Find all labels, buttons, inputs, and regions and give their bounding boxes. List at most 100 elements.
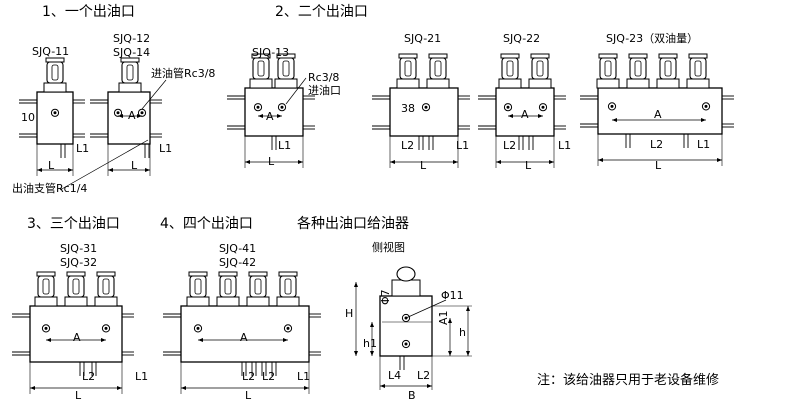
sjq22-glass-0-nut [498, 78, 522, 89]
sjq23-dim-a-a1 [612, 118, 617, 122]
sjq31-glass-1-window [72, 278, 80, 295]
dim-a-sjq31: A [73, 331, 81, 344]
dim-l1-sjq31: L1 [135, 370, 149, 383]
sjq22-dim-a-a1 [508, 114, 513, 118]
sjq21-dim-l-a1 [390, 160, 395, 164]
side-dim-B-a1 [380, 384, 385, 388]
model-sjq31: SJQ-31 [60, 242, 98, 255]
section-two-outlet: 2、二个出油口 [275, 4, 368, 20]
sjq31-glass-2-cap [96, 271, 116, 277]
callout-rc38: Rc3/8 [308, 71, 340, 84]
side-dim-h-a2 [466, 351, 470, 356]
model-sjq13: SJQ-13 [252, 46, 290, 59]
sjq23-glass-2-cap [658, 53, 678, 59]
sjq23-dim-l-a2 [717, 158, 722, 162]
dim-l4: L4 [388, 369, 402, 382]
sjq21-glass-0-cap [398, 53, 418, 59]
sjq41-dim-a-a2 [283, 338, 288, 342]
leader-inlet-pipe [141, 79, 167, 110]
sjq23-glass-3-window [694, 60, 702, 77]
model-sjq22: SJQ-22 [503, 32, 541, 45]
model-sjq41: SJQ-41 [219, 242, 257, 255]
sjq31-glass-1-nut [64, 296, 88, 307]
sjq22-glass-1-nut [528, 78, 552, 89]
side-dim-A1-a2 [448, 351, 452, 356]
dim-l-sjq11: L [48, 159, 55, 172]
sjq21-glass-0-window [404, 60, 412, 77]
sjq22-body [495, 87, 555, 137]
sjq41-glass-3-window [284, 278, 292, 295]
sjq41-glass-3-nut [276, 296, 300, 307]
sjq23-glass-0-nut [596, 78, 620, 89]
side-dim-H-a2 [354, 351, 358, 356]
sjq22-hole-1-center [541, 105, 545, 109]
sjq22-glass-1-window [536, 60, 544, 77]
section-one-outlet: 1、一个出油口 [42, 4, 135, 20]
sjq41-dim-a-a1 [198, 338, 203, 342]
sjq11-body [36, 91, 74, 145]
sjq12-glass-0-window [126, 64, 134, 81]
sjq12-glass-0-nut [118, 82, 142, 93]
sjq22-glass-1-cap [530, 53, 550, 59]
sjq13-hole-1-center [280, 105, 284, 109]
sjq13-glass-1-cap [276, 53, 296, 59]
sjq12-body [107, 91, 151, 145]
sjq23-glass-0-cap [598, 53, 618, 59]
sjq31-glass-0-window [42, 278, 50, 295]
dim-a-sjq13: A [266, 110, 274, 123]
dim-l-sjq31: L [75, 389, 82, 402]
dim-a-sjq41: A [240, 331, 248, 344]
sjq41-hole-0-center [196, 326, 200, 330]
sjq41-glass-2-nut [246, 296, 270, 307]
dim-a-sjq12: A [128, 109, 136, 122]
sjq23-hole-1-center [704, 104, 708, 108]
sjq41-glass-2-window [254, 278, 262, 295]
model-sjq23: SJQ-23（双油量） [606, 32, 699, 45]
sjq21-body [389, 87, 459, 137]
sjq13-glass-0-cap [251, 53, 271, 59]
sjq11-glass-0-nut [43, 82, 67, 93]
side-dim-h-a1 [466, 306, 470, 311]
sjq12-dim-l-a2 [145, 168, 150, 172]
sjq41-dim-l-a2 [304, 386, 309, 390]
sjq31-glass-1-cap [66, 271, 86, 277]
sjq22-glass-0-window [506, 60, 514, 77]
sjq21-glass-1-cap [428, 53, 448, 59]
side-leader-phi11 [405, 299, 447, 319]
sjq31-body [29, 305, 123, 363]
dim-l1-sjq22: L1 [558, 139, 572, 152]
sjq41-glass-1-cap [218, 271, 238, 277]
sjq13-glass-1-window [282, 60, 290, 77]
dim-l1-sjq11: L1 [76, 142, 90, 155]
sjq23-dim-l-a1 [598, 158, 603, 162]
sjq23-dim-a-a2 [701, 118, 706, 122]
dim-l-sjq21: L [420, 159, 427, 172]
dim-l2-sjq31: L2 [82, 370, 96, 383]
sjq21-glass-0-nut [396, 78, 420, 89]
sjq41-dim-l-a1 [181, 386, 186, 390]
dim-l2-sjq22: L2 [503, 139, 517, 152]
model-sjq12: SJQ-12 [113, 32, 151, 45]
sjq12-glass-0-cap [120, 57, 140, 63]
sjq23-glass-1-nut [626, 78, 650, 89]
dim-a-sjq22: A [521, 108, 529, 121]
section-three-outlet: 3、三个出油口 [27, 216, 120, 232]
dim-l2-side: L2 [417, 369, 431, 382]
sjq13-dim-l-a2 [298, 160, 303, 164]
callout-inlet: 进油口 [308, 84, 341, 97]
sjq22-dim-l-a1 [496, 160, 501, 164]
sjq21-hole-0-center [424, 105, 428, 109]
dim-l1-sjq21: L1 [456, 139, 470, 152]
sjq13-body [244, 87, 304, 137]
side-dim-h1-a1 [370, 322, 374, 327]
dim-l1-sjq13: L1 [278, 139, 292, 152]
dim-l-sjq12: L [131, 159, 138, 172]
sjq13-glass-1-nut [274, 78, 298, 89]
leader-outlet-branch [59, 139, 149, 191]
sjq13-glass-0-window [257, 60, 265, 77]
dim-a-sjq23: A [654, 108, 662, 121]
side-hole-bottom-center [404, 342, 408, 346]
model-sjq11: SJQ-11 [32, 45, 70, 58]
dim-10: 10 [21, 111, 35, 124]
